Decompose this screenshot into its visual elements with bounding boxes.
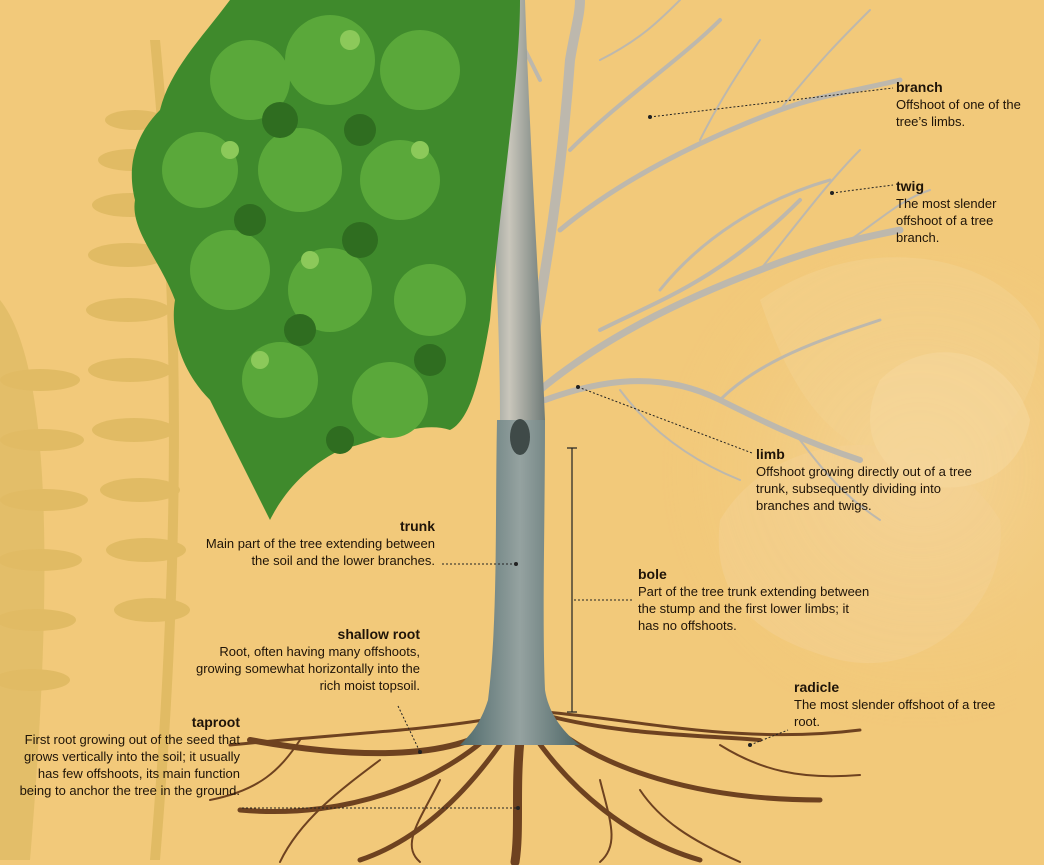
bole-term: bole	[638, 566, 872, 583]
label-twig: twig The most slender offshoot of a tree…	[896, 178, 1016, 246]
branch-term: branch	[896, 79, 1034, 96]
tree-foliage	[132, 0, 520, 520]
taproot-term: taproot	[6, 714, 240, 731]
twig-term: twig	[896, 178, 1016, 195]
label-bole: bole Part of the tree trunk extending be…	[638, 566, 872, 634]
radicle-leader	[750, 730, 788, 745]
twig-description: The most slender offshoot of a tree bran…	[896, 195, 1016, 246]
trunk-description: Main part of the tree extending between …	[190, 535, 435, 569]
limb-term: limb	[756, 446, 992, 463]
bole-bracket	[567, 448, 577, 712]
bole-description: Part of the tree trunk extending between…	[638, 583, 872, 634]
label-taproot: taproot First root growing out of the se…	[6, 714, 240, 799]
radicle-description: The most slender offshoot of a tree root…	[794, 696, 1006, 730]
shallow-root-term: shallow root	[182, 626, 420, 643]
shallow-root-description: Root, often having many offshoots, growi…	[182, 643, 420, 694]
taproot-description: First root growing out of the seed that …	[6, 731, 240, 799]
radicle-term: radicle	[794, 679, 1006, 696]
twig-leader	[832, 185, 893, 193]
label-trunk: trunk Main part of the tree extending be…	[190, 518, 435, 569]
label-shallow-root: shallow root Root, often having many off…	[182, 626, 420, 694]
label-radicle: radicle The most slender offshoot of a t…	[794, 679, 1006, 730]
label-branch: branch Offshoot of one of the tree’s lim…	[896, 79, 1034, 130]
branch-description: Offshoot of one of the tree’s limbs.	[896, 96, 1034, 130]
trunk-term: trunk	[190, 518, 435, 535]
limb-description: Offshoot growing directly out of a tree …	[756, 463, 992, 514]
label-limb: limb Offshoot growing directly out of a …	[756, 446, 992, 514]
